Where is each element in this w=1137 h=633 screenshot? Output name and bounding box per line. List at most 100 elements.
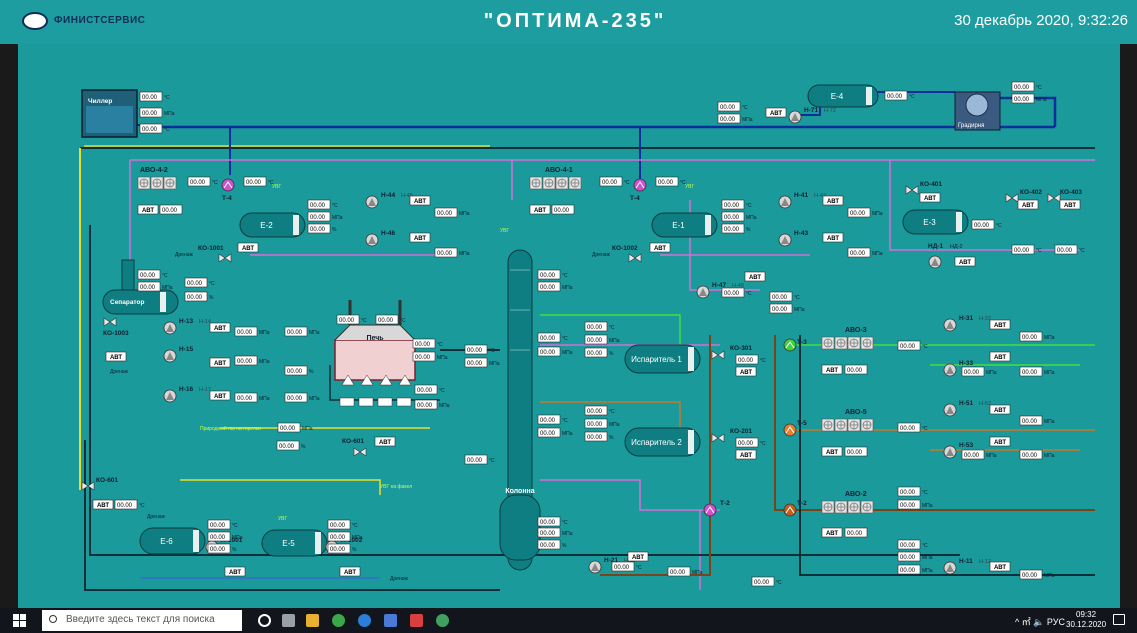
value-box[interactable]: 00.00% bbox=[276, 440, 306, 451]
avo-2-fans[interactable] bbox=[821, 500, 874, 514]
avt-n53[interactable]: АВТ bbox=[989, 436, 1011, 447]
value-box[interactable]: 00.00 bbox=[844, 364, 868, 375]
value-box[interactable]: 00.00°С bbox=[537, 414, 568, 425]
avt-n11[interactable]: АВТ bbox=[989, 561, 1011, 572]
value-box[interactable]: 00.00% bbox=[721, 223, 751, 234]
avt-n1002[interactable]: АВТ bbox=[339, 566, 361, 577]
value-box[interactable]: 00.00°С bbox=[735, 437, 766, 448]
avo-4-1-fans[interactable] bbox=[529, 176, 582, 190]
value-box[interactable]: 00.00°С bbox=[243, 176, 274, 187]
value-box[interactable]: 00.00°С bbox=[464, 454, 495, 465]
taskbar-clock[interactable]: 09:32 30.12.2020 bbox=[1066, 610, 1106, 630]
value-box[interactable]: 00.00% bbox=[307, 223, 337, 234]
vessel-e2[interactable]: Е-2 bbox=[239, 212, 306, 238]
avt-n51[interactable]: АВТ bbox=[989, 404, 1011, 415]
value-box[interactable]: 00.00°С bbox=[537, 516, 568, 527]
valve-ko-601-bottom[interactable] bbox=[81, 481, 95, 491]
value-box[interactable]: 00.00°С bbox=[114, 499, 145, 510]
value-box[interactable]: 00.00°С bbox=[207, 519, 238, 530]
burner-valve-icon[interactable] bbox=[377, 397, 393, 407]
exchanger-t4-right[interactable] bbox=[633, 178, 647, 192]
avt-hd1[interactable]: АВТ bbox=[954, 256, 976, 267]
valve-ko-201[interactable] bbox=[711, 433, 725, 443]
avt-n13[interactable]: АВТ bbox=[209, 322, 231, 333]
vessel-e3[interactable]: Е-3 bbox=[902, 209, 969, 235]
valve-ko-301[interactable] bbox=[711, 350, 725, 360]
value-box[interactable]: 00.00°С bbox=[412, 338, 443, 349]
cooling-tower[interactable] bbox=[954, 91, 1001, 131]
valve-ko-1003[interactable] bbox=[103, 317, 117, 327]
avt-avo-2[interactable]: АВТ bbox=[821, 527, 843, 538]
value-box[interactable]: 00.00°С bbox=[721, 199, 752, 210]
vessel-e1[interactable]: Е-1 bbox=[651, 212, 718, 238]
vessel-e4[interactable]: Е-4 bbox=[807, 84, 879, 108]
avt-n41[interactable]: АВТ bbox=[822, 195, 844, 206]
avt-ko-201[interactable]: АВТ bbox=[735, 449, 757, 460]
burner-valve-icon[interactable] bbox=[339, 397, 355, 407]
value-box[interactable]: 00.00% bbox=[327, 543, 357, 554]
calculator-app-icon[interactable] bbox=[282, 614, 295, 627]
avt-ko-301[interactable]: АВТ bbox=[735, 366, 757, 377]
app-icon-blue[interactable] bbox=[384, 614, 397, 627]
value-box[interactable]: 00.00°С bbox=[599, 176, 630, 187]
exchanger-t3[interactable] bbox=[783, 338, 797, 352]
avt-n16[interactable]: АВТ bbox=[209, 390, 231, 401]
avo-4-2-fans[interactable] bbox=[137, 176, 177, 190]
value-box[interactable]: 00.00°С bbox=[187, 176, 218, 187]
avt-n21[interactable]: АВТ bbox=[627, 551, 649, 562]
evaporator-2[interactable]: Испаритель 2 bbox=[624, 427, 701, 457]
value-box[interactable]: 00.00 bbox=[844, 527, 868, 538]
burner-valve-icon[interactable] bbox=[358, 397, 374, 407]
pump-n46[interactable]: Н-46 bbox=[365, 230, 395, 247]
value-box[interactable]: 00.00°С bbox=[414, 384, 445, 395]
valve-ko-1001[interactable] bbox=[218, 253, 232, 263]
exchanger-t5[interactable] bbox=[783, 423, 797, 437]
taskbar-search-box[interactable]: Введите здесь текст для поиска bbox=[42, 610, 242, 631]
value-box[interactable]: 00.00°С bbox=[971, 219, 1002, 230]
avt-ko-1001[interactable]: АВТ bbox=[237, 242, 259, 253]
avt-n44[interactable]: АВТ bbox=[409, 195, 431, 206]
file-explorer-icon[interactable] bbox=[306, 614, 319, 627]
exchanger-t2-left[interactable] bbox=[703, 503, 717, 517]
value-box[interactable]: 00.00°С bbox=[375, 314, 406, 325]
value-box[interactable]: 00.00°С bbox=[537, 269, 568, 280]
valve-ko-402[interactable] bbox=[1005, 193, 1019, 203]
distillation-column[interactable] bbox=[499, 249, 541, 571]
value-box[interactable]: 00.00°С bbox=[611, 561, 642, 572]
avt-avo-5[interactable]: АВТ bbox=[821, 446, 843, 457]
value-box[interactable]: 00.00°С bbox=[751, 576, 782, 587]
avt-ko-402[interactable]: АВТ bbox=[1017, 199, 1039, 210]
value-box[interactable]: 00.00% bbox=[537, 539, 567, 550]
valve-ko-403[interactable] bbox=[1047, 193, 1061, 203]
value-box[interactable]: 00.00°С bbox=[735, 354, 766, 365]
pump-n33[interactable]: Н-33 bbox=[943, 360, 973, 377]
avt-n1001[interactable]: АВТ bbox=[224, 566, 246, 577]
avo-3-fans[interactable] bbox=[821, 336, 874, 350]
